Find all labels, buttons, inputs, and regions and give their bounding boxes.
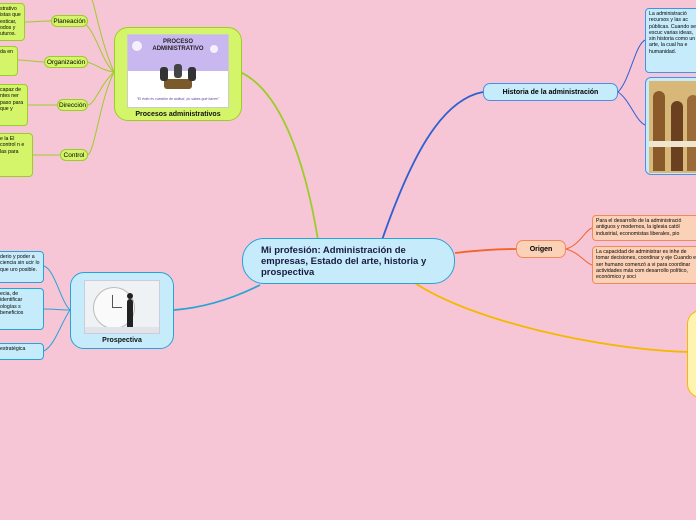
direccion-leaf[interactable]: capaz de ntes ner paso para que y xyxy=(0,84,28,126)
prospectiva-leaf-2[interactable]: ecia, de identificar ologías s beneficio… xyxy=(0,288,44,330)
prospectiva-leaf-3-text: estratégica xyxy=(0,346,25,352)
egyptian-figure-2 xyxy=(671,101,683,171)
person-head xyxy=(127,293,133,299)
historia-label: Historia de la administración xyxy=(503,89,599,96)
origen-leaf-2[interactable]: La capacidad de administrar es inhe de t… xyxy=(592,246,696,284)
control-node[interactable]: Control xyxy=(60,149,88,161)
meeting-person-2 xyxy=(174,64,182,78)
meeting-illustration xyxy=(156,61,200,95)
procesos-image-circle-1 xyxy=(132,41,142,51)
procesos-image-title: PROCESO ADMINISTRATIVO xyxy=(143,39,213,53)
control-leaf[interactable]: e la El control n e las para xyxy=(0,133,33,177)
prospectiva-image xyxy=(84,280,160,334)
prospectiva-leaf-2-text: ecia, de identificar ologías s beneficio… xyxy=(0,291,23,316)
egyptian-white-band xyxy=(649,141,696,147)
meeting-table xyxy=(164,79,192,89)
procesos-node[interactable]: PROCESO ADMINISTRATIVO "El éxito es cues… xyxy=(114,27,242,121)
planeacion-leaf-text: strativo istas que esticar, odos y uturo… xyxy=(0,6,21,37)
origen-label: Origen xyxy=(530,246,553,253)
historia-image-leaf[interactable] xyxy=(645,77,696,175)
procesos-image: PROCESO ADMINISTRATIVO "El éxito es cues… xyxy=(127,34,229,108)
yellow-branch-node[interactable] xyxy=(687,310,696,398)
egyptian-image xyxy=(649,81,696,173)
organizacion-leaf-text: da en xyxy=(0,49,13,55)
planeacion-label: Planeación xyxy=(53,18,85,25)
historia-node[interactable]: Historia de la administración xyxy=(483,83,618,101)
prospectiva-node[interactable]: Prospectiva xyxy=(70,272,174,349)
meeting-person-1 xyxy=(160,67,168,81)
person-silhouette xyxy=(127,299,133,327)
clock-hand-2 xyxy=(112,307,122,308)
central-topic-title: Mi profesión: Administración de empresas… xyxy=(261,245,436,278)
direccion-label: Dirección xyxy=(59,102,86,109)
floor xyxy=(85,327,159,333)
egyptian-figure-1 xyxy=(653,91,665,171)
control-label: Control xyxy=(64,152,85,159)
planeacion-leaf[interactable]: strativo istas que esticar, odos y uturo… xyxy=(0,3,25,41)
procesos-label: Procesos administrativos xyxy=(135,111,220,118)
direccion-node[interactable]: Dirección xyxy=(57,99,88,111)
procesos-image-caption: "El éxito es cuestión de actitud, ¡tu sa… xyxy=(130,97,226,101)
planeacion-node[interactable]: Planeación xyxy=(51,15,88,27)
historia-text: La administració recursos y las ac públi… xyxy=(649,11,696,55)
prospectiva-label: Prospectiva xyxy=(102,337,142,344)
organizacion-leaf[interactable]: da en xyxy=(0,46,18,76)
prospectiva-leaf-3[interactable]: estratégica xyxy=(0,343,44,360)
origen-leaf-1[interactable]: Para el desarrollo de la administració a… xyxy=(592,215,696,241)
prospectiva-leaf-1[interactable]: derio y poder a ciencia sin ucir lo que … xyxy=(0,251,44,283)
origen-node[interactable]: Origen xyxy=(516,240,566,258)
control-leaf-text: e la El control n e las para xyxy=(0,136,24,155)
historia-text-leaf[interactable]: La administració recursos y las ac públi… xyxy=(645,8,696,73)
organizacion-node[interactable]: Organización xyxy=(44,56,88,68)
prospectiva-leaf-1-text: derio y poder a ciencia sin ucir lo que … xyxy=(0,254,40,273)
origen-leaf-2-text: La capacidad de administrar es inhe de t… xyxy=(596,249,696,280)
origen-leaf-1-text: Para el desarrollo de la administració a… xyxy=(596,218,681,237)
egyptian-figure-3 xyxy=(687,95,696,171)
central-topic[interactable]: Mi profesión: Administración de empresas… xyxy=(242,238,455,284)
meeting-person-3 xyxy=(188,67,196,81)
direccion-leaf-text: capaz de ntes ner paso para que y xyxy=(0,87,23,112)
organizacion-label: Organización xyxy=(47,59,85,66)
